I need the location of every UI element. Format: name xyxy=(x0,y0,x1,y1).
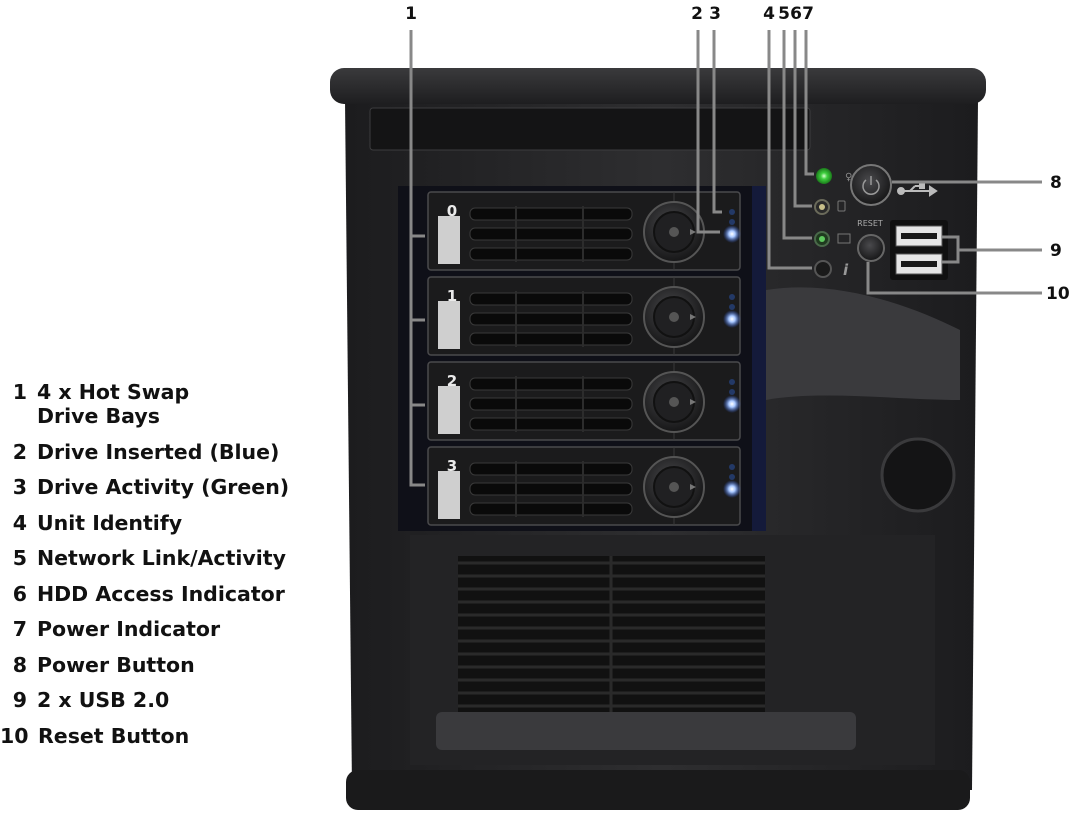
callout-8: 8 xyxy=(1050,173,1062,193)
network-icon xyxy=(837,233,851,244)
callout-3: 3 xyxy=(709,4,721,24)
callout-7: 7 xyxy=(802,4,814,24)
callout-leaders xyxy=(409,30,1042,487)
hdd-icon xyxy=(837,200,846,212)
bay-number-0: 0 xyxy=(447,202,457,220)
reset-label: RESET xyxy=(857,219,883,228)
power-indicator-icon: ♀ xyxy=(845,172,852,183)
power-indicator-led xyxy=(816,168,832,184)
handle-recess xyxy=(880,437,956,513)
reset-button[interactable] xyxy=(857,234,885,262)
bay-number-1: 1 xyxy=(447,287,457,305)
side-panel-highlight xyxy=(766,287,960,400)
drive-cage-glow xyxy=(752,186,766,531)
callout-9: 9 xyxy=(1050,241,1062,261)
drive-bay-1[interactable] xyxy=(427,276,742,356)
optical-slot xyxy=(369,107,811,151)
bay-number-2: 2 xyxy=(447,372,457,390)
callout-5: 5 xyxy=(778,4,790,24)
info-icon: i xyxy=(843,261,849,279)
callout-1: 1 xyxy=(405,4,417,24)
drive-bay-2[interactable] xyxy=(427,361,742,441)
drive-bay-0[interactable] xyxy=(427,191,742,271)
usb-icon xyxy=(897,183,938,197)
drive-bay-3[interactable] xyxy=(427,446,742,526)
callout-4: 4 xyxy=(763,4,775,24)
callout-10: 10 xyxy=(1046,284,1070,304)
callout-2: 2 xyxy=(691,4,703,24)
power-icon xyxy=(862,179,880,195)
callout-6: 6 xyxy=(790,4,802,24)
chassis-top-cap xyxy=(330,68,986,104)
base-trim xyxy=(436,712,856,750)
chassis-foot xyxy=(346,770,970,810)
unit-identify-button[interactable] xyxy=(814,260,832,278)
bay-number-3: 3 xyxy=(447,457,457,475)
